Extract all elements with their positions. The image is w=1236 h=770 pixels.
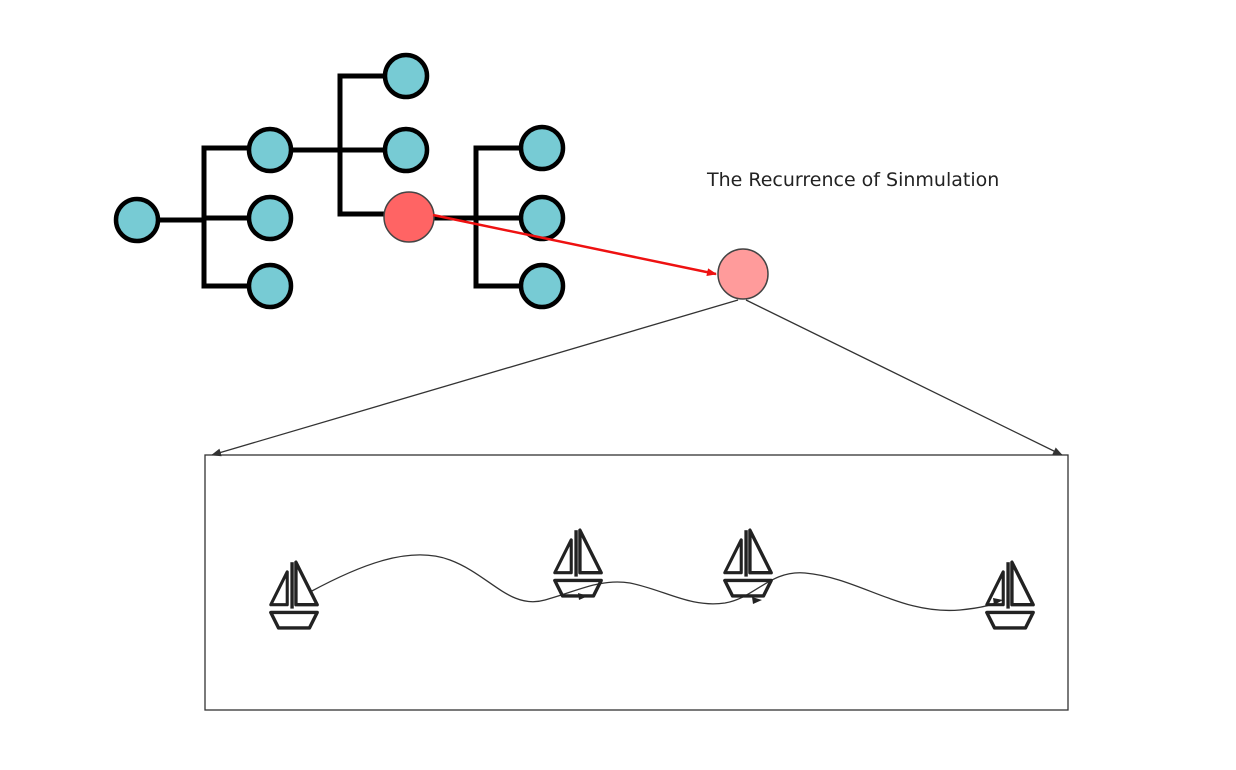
tree-node [246, 262, 294, 310]
trajectory-arrowhead [578, 593, 588, 600]
trajectory-arrowhead [993, 598, 1003, 605]
zoom-node [717, 248, 769, 300]
tree-node [246, 126, 294, 174]
trajectory-arrowhead [752, 597, 762, 604]
trajectory-path [309, 554, 1001, 612]
expansion-line-left [211, 299, 739, 457]
zoom-arrow [432, 213, 717, 277]
tree-node [382, 52, 430, 100]
tree-node [382, 126, 430, 174]
sailboat-icon [723, 528, 773, 598]
sailboat-icon [269, 560, 319, 630]
expansion-line-right [745, 299, 1063, 456]
diagram-title: The Recurrence of Sinmulation [707, 169, 1000, 191]
tree-node [518, 124, 566, 172]
tree-node [518, 262, 566, 310]
tree-node [518, 194, 566, 242]
tree-node-root [113, 196, 161, 244]
tree-edges [155, 73, 525, 289]
tree-node-highlighted [383, 191, 435, 243]
tree-node [246, 194, 294, 242]
simulation-panel [204, 454, 1069, 711]
sailboat-icon [985, 560, 1035, 630]
sailboat-icon [553, 528, 603, 598]
